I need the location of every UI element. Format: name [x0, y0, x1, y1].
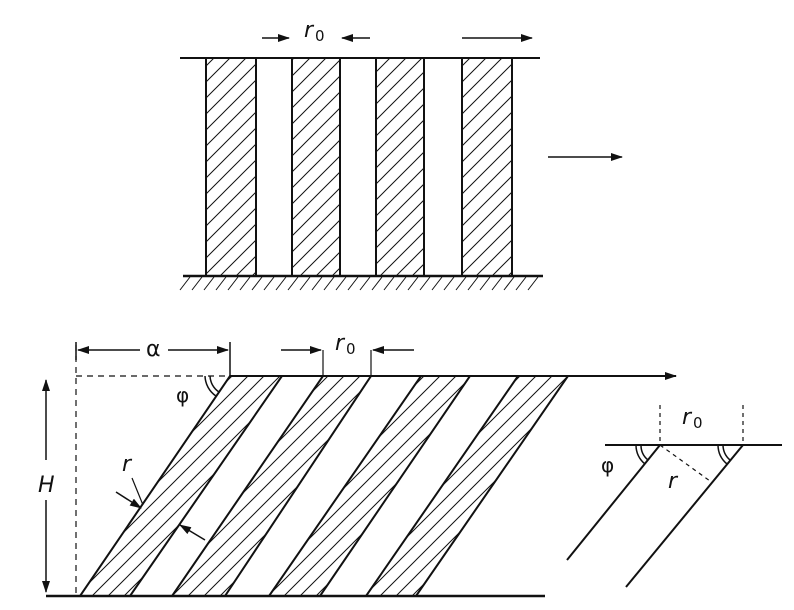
ground-hatch-tick: [383, 276, 395, 291]
slanted-strip: [170, 375, 373, 597]
ground-hatch-tick: [275, 276, 287, 291]
ground-hatch-tick: [311, 276, 323, 291]
r0-bottom-dimension: r 0: [281, 331, 414, 376]
ground-hatch-tick: [431, 276, 443, 291]
detail-phi-arc: [635, 444, 646, 465]
detail-figure: r 0 r φ: [566, 405, 782, 588]
ground-hatch-tick: [479, 276, 491, 291]
ground-hatch-tick: [191, 276, 203, 291]
ground-hatch-tick: [335, 276, 347, 291]
ground-hatch-tick: [251, 276, 263, 291]
r0-right-label: r: [682, 405, 693, 430]
ground-hatch-tick: [371, 276, 383, 291]
top-figure: r 0: [179, 18, 623, 291]
ground-hatch-tick: [503, 276, 515, 291]
r-left-label: r: [122, 452, 133, 477]
ground-hatch-tick: [263, 276, 275, 291]
ground-hatch-tick: [347, 276, 359, 291]
ground-hatch-tick: [203, 276, 215, 291]
ground-hatch-tick: [443, 276, 455, 291]
slanted-strip: [267, 375, 472, 597]
ground-hatch-tick: [227, 276, 239, 291]
ground-hatch-tick: [467, 276, 479, 291]
detail-perpendicular-dashed: [659, 444, 711, 482]
r-right-label: r: [668, 469, 679, 494]
r0-top-subscript: 0: [315, 27, 325, 45]
detail-phi-arc: [640, 444, 649, 461]
vertical-strip: [205, 57, 257, 277]
ground-hatch-tick: [323, 276, 335, 291]
ground-hatch-tick: [527, 276, 539, 291]
r-width-arrow: [179, 524, 206, 541]
vertical-strip: [291, 57, 341, 277]
ground-hatch-tick: [359, 276, 371, 291]
r0-bottom-label: r: [335, 331, 346, 356]
ground-hatch-tick: [287, 276, 299, 291]
ground-hatch: [179, 276, 539, 291]
ground-hatch-tick: [407, 276, 419, 291]
r0-top-label: r: [304, 18, 315, 43]
detail-right-angle-arc: [722, 444, 731, 461]
H-label: H: [38, 473, 55, 498]
ground-hatch-tick: [455, 276, 467, 291]
phi-right-label: φ: [601, 453, 614, 477]
alpha-label: α: [146, 337, 161, 362]
bottom-figure: α r 0 φ H r: [38, 331, 677, 598]
r-leader-line: [131, 477, 144, 506]
detail-right-angle-arc: [717, 444, 728, 465]
r0-top-dimension: r 0: [262, 18, 370, 45]
ground-hatch-tick: [239, 276, 251, 291]
r0-bottom-subscript: 0: [346, 340, 356, 358]
ground-hatch-tick: [419, 276, 431, 291]
ground-hatch-tick: [179, 276, 191, 291]
ground-hatch-tick: [215, 276, 227, 291]
phi-angle-arc: [204, 375, 217, 397]
slanted-strip: [78, 375, 284, 597]
detail-right-slant: [625, 444, 744, 588]
vertical-strip: [375, 57, 425, 277]
phi-angle-arc: [209, 375, 220, 393]
ground-hatch-tick: [491, 276, 503, 291]
r-width-arrow: [115, 491, 142, 509]
slanted-strip: [364, 375, 570, 597]
slanted-strips: [78, 375, 570, 597]
vertical-strips: [205, 57, 513, 277]
ground-hatch-tick: [515, 276, 527, 291]
ground-hatch-tick: [299, 276, 311, 291]
r0-right-subscript: 0: [693, 414, 703, 432]
ground-hatch-tick: [395, 276, 407, 291]
phi-left-label: φ: [176, 383, 189, 407]
vertical-strip: [461, 57, 513, 277]
